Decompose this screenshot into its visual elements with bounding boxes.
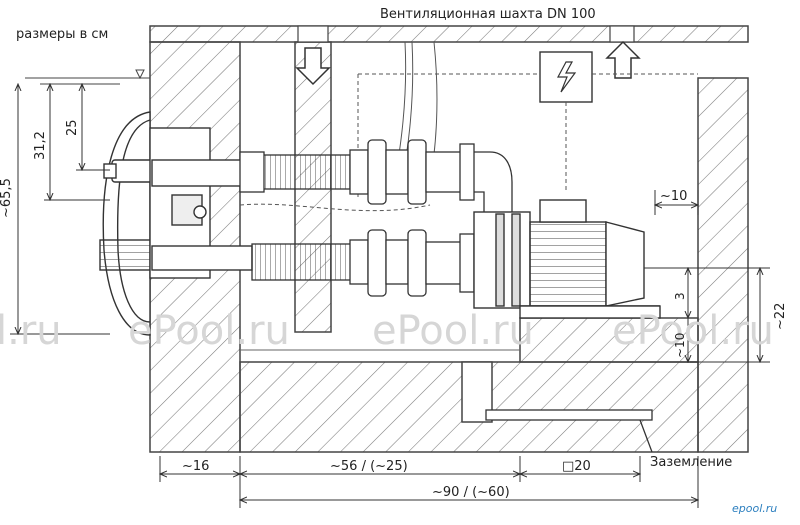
motor-fan-cover: [605, 221, 645, 307]
air-down-arrow-icon: [295, 47, 331, 86]
counter-current-unit: [99, 111, 253, 336]
electrical-box: [539, 51, 593, 103]
motor-terminal-box: [539, 199, 587, 223]
upper-flex-hose: [259, 154, 351, 190]
watermark-1: l.ru: [0, 308, 62, 354]
upper-union: [367, 139, 387, 205]
brand-logo-box: [728, 498, 796, 516]
units-note: размеры в см: [16, 27, 108, 42]
dim-25: 25: [65, 119, 80, 136]
grounding-label: Заземление: [650, 455, 732, 470]
watermark-3: ePool.ru: [372, 308, 534, 354]
dimension-lines: [10, 84, 770, 508]
pump-assembly: [473, 199, 661, 319]
air-up-arrow-icon: [605, 40, 641, 79]
dim-65-5: ~65,5: [0, 178, 14, 218]
dim-right-10-low: ~10: [673, 333, 687, 358]
dim-31-2: 31,2: [33, 131, 48, 160]
upper-pipe: [239, 139, 513, 216]
dim-bottom-20: □20: [562, 459, 591, 474]
brand-logo: epool.ru: [732, 502, 777, 515]
watermark-4: ePool.ru: [612, 308, 774, 354]
water-level: [25, 69, 150, 85]
grounding-bar: [485, 409, 653, 453]
dim-right-22: ~22: [773, 303, 788, 330]
pipe-elbow: [465, 151, 513, 216]
vent-opening: [609, 25, 635, 43]
dim-right-3: 3: [673, 292, 687, 300]
top-slab: [149, 25, 749, 43]
concrete-structure: [149, 25, 749, 453]
shaft-opening: [297, 25, 329, 43]
dim-bottom-56: ~56 / (~25): [330, 459, 408, 474]
lower-union: [367, 229, 387, 297]
lightning-icon: [557, 61, 577, 93]
dim-bottom-16: ~16: [182, 459, 209, 474]
right-wall: [697, 77, 749, 453]
vent-shaft-label: Вентиляционная шахта DN 100: [380, 7, 596, 22]
lower-flex-hose: [251, 243, 353, 281]
pump-plinth: [519, 317, 699, 363]
lower-pipe: [251, 229, 475, 297]
watermark-2: ePool.ru: [128, 308, 290, 354]
dim-right-10: ~10: [660, 189, 687, 204]
dim-bottom-90: ~90 / (~60): [432, 485, 510, 500]
pump-motor: [529, 221, 607, 307]
